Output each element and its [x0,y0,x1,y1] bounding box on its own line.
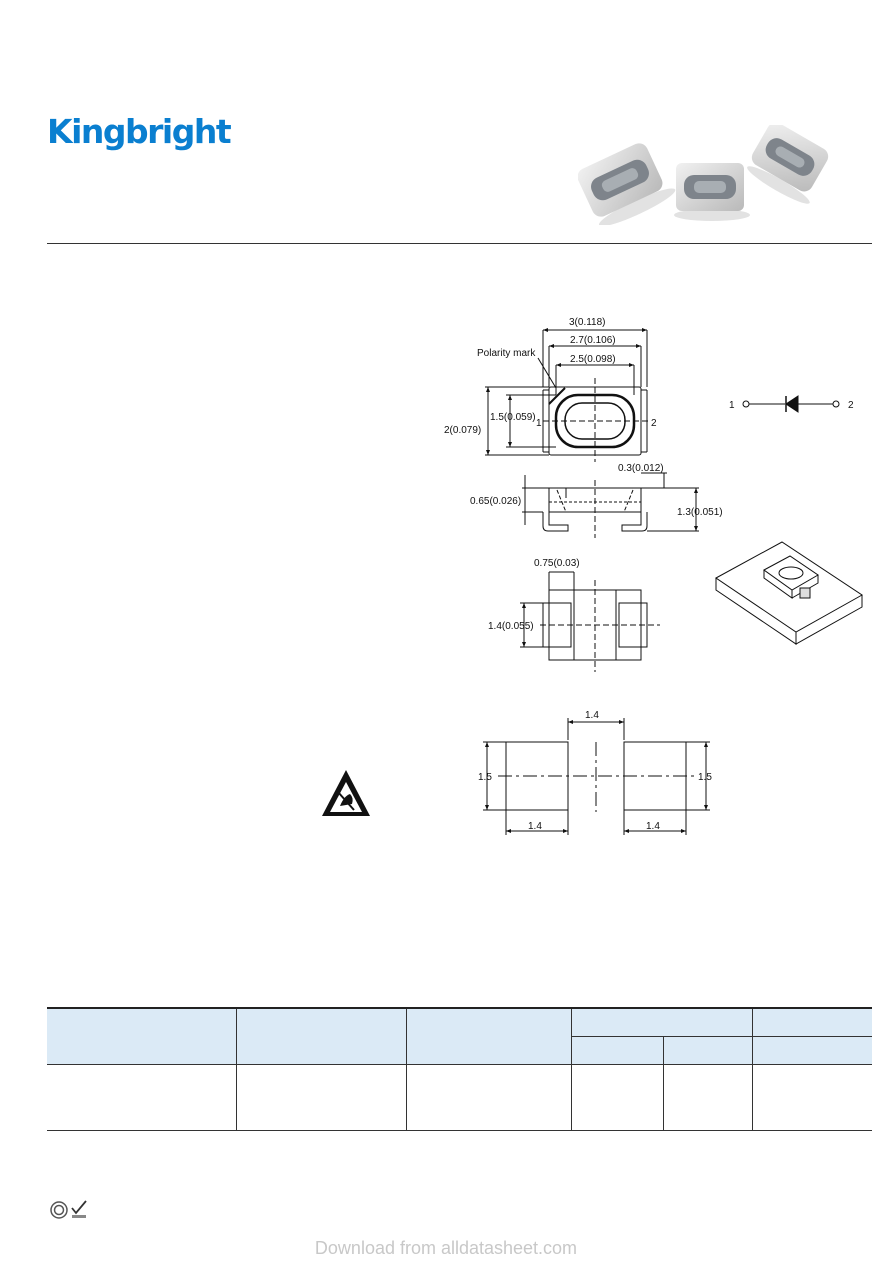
table-cell [751,1064,872,1131]
selection-table [47,1007,872,1131]
table-header-cell [405,1007,571,1065]
esd-warning-icon [322,770,370,816]
pin-1-label: 1 [536,418,542,429]
led-photo-3 [747,125,829,204]
isometric-package [715,541,863,645]
package-drawing: 3(0.118) 2.7(0.106) Polarity mark 2.5(0.… [444,317,863,835]
table-cell [405,1064,571,1131]
footprint-right-height: 1.5 [698,772,712,783]
schematic-pin-2: 2 [848,400,854,411]
dim-lead-height: 0.65(0.026) [470,496,521,507]
top-view [485,329,650,462]
polarity-mark-label: Polarity mark [477,348,536,359]
rohs-icon [50,1200,87,1219]
pin-2-label: 2 [651,418,657,429]
table-header-cell [751,1007,872,1037]
led-photo-2 [674,163,750,221]
table-header-cell [570,1007,752,1037]
table-cell [662,1064,752,1131]
dim-width-body: 2.7(0.106) [570,335,616,346]
footprint [483,718,710,835]
footprint-right-width: 1.4 [646,821,660,832]
footer-watermark: Download from alldatasheet.com [314,1238,578,1258]
table-subheader-cell [751,1036,872,1065]
footprint-gap: 1.4 [585,710,599,721]
dim-height-lens: 1.5(0.059) [490,412,536,423]
dim-total-height: 1.3(0.051) [677,507,723,518]
side-view [522,472,699,538]
table-header-cell [235,1007,406,1065]
dim-pad-height: 1.4(0.055) [488,621,534,632]
dim-height-overall: 2(0.079) [444,425,481,436]
table-cell [570,1064,663,1131]
bottom-view [520,571,660,672]
diode-schematic [742,395,840,413]
dim-width-lens: 2.5(0.098) [570,354,616,365]
footprint-left-width: 1.4 [528,821,542,832]
table-subheader-cell [570,1036,663,1065]
footprint-left-height: 1.5 [478,772,492,783]
led-photo-1 [578,143,676,225]
schematic-pin-1: 1 [729,400,735,411]
table-row [47,1064,872,1131]
dim-cap-height: 0.3(0.012) [618,463,664,474]
table-subheader-cell [662,1036,752,1065]
product-photos [578,125,829,225]
kingbright-logo: Kingbright [47,112,232,151]
dim-pad-width: 0.75(0.03) [534,558,580,569]
header-divider [47,243,872,244]
table-header-cell [47,1007,236,1065]
dim-width-overall: 3(0.118) [569,317,606,328]
table-cell [47,1064,236,1131]
table-cell [235,1064,406,1131]
